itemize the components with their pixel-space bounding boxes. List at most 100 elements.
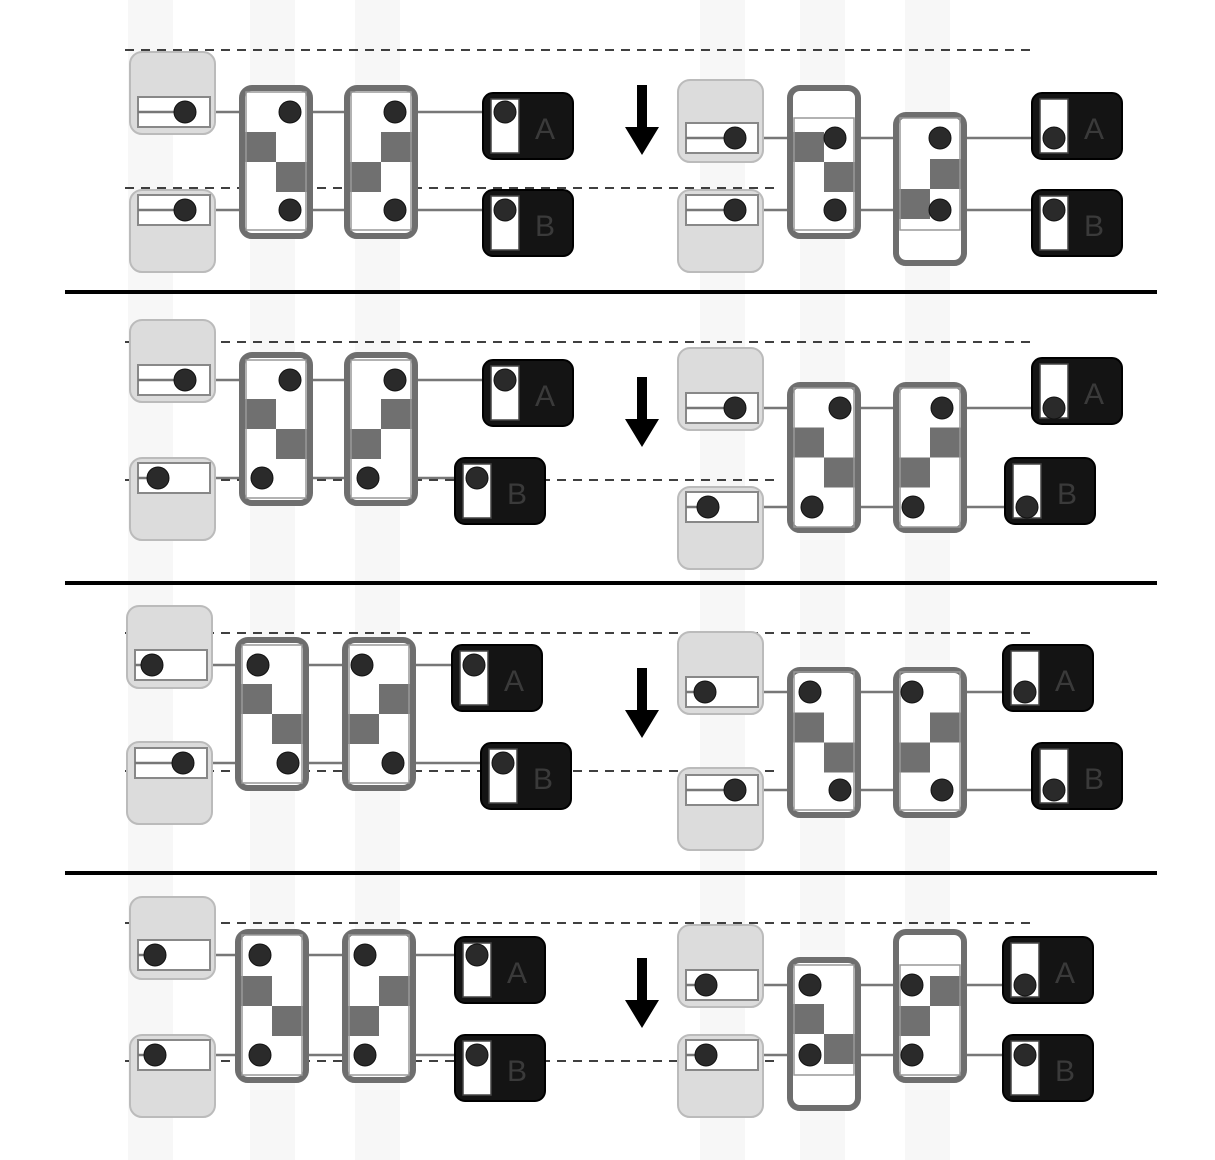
output-label-top: A xyxy=(507,957,527,990)
node-dot xyxy=(823,198,847,222)
switch-inner-frame xyxy=(241,644,303,784)
down-arrow-icon xyxy=(625,958,659,1028)
switch-inner-frame xyxy=(899,964,961,1076)
node-dot xyxy=(278,198,302,222)
node-dot xyxy=(493,198,517,222)
output-label-top: A xyxy=(1055,665,1075,698)
switch-crossover xyxy=(350,162,381,192)
switch-crossover xyxy=(348,1006,379,1036)
node-dot xyxy=(800,495,824,519)
node-dot xyxy=(276,751,300,775)
node-dot xyxy=(723,126,747,150)
node-dot xyxy=(171,751,195,775)
node-dot xyxy=(900,680,924,704)
output-label-top: A xyxy=(535,113,555,146)
switch-crossover xyxy=(272,714,303,744)
down-arrow-icon xyxy=(625,668,659,738)
output-label-top: A xyxy=(504,665,524,698)
switch-configuration: AB xyxy=(129,51,574,273)
node-dot xyxy=(928,198,952,222)
node-dot xyxy=(173,368,197,392)
switch-crossover xyxy=(348,714,379,744)
switch-inner-frame xyxy=(793,964,855,1076)
switch-crossover xyxy=(245,399,276,429)
output-label-top: A xyxy=(1084,113,1104,146)
node-dot xyxy=(465,1043,489,1067)
node-dot xyxy=(493,100,517,124)
output-label-top: A xyxy=(1055,957,1075,990)
switch-inner-frame xyxy=(899,117,961,231)
output-label-bottom: B xyxy=(1055,1055,1075,1088)
node-dot xyxy=(278,368,302,392)
switch-inner-frame xyxy=(245,359,307,499)
node-dot xyxy=(246,653,270,677)
node-dot xyxy=(350,653,374,677)
switch-crossover xyxy=(824,742,855,773)
switch-crossover xyxy=(381,132,412,162)
node-dot xyxy=(928,126,952,150)
switch-crossover xyxy=(793,712,824,743)
switch-crossover xyxy=(824,162,855,192)
node-dot xyxy=(491,751,515,775)
node-dot xyxy=(930,396,954,420)
switch-crossover xyxy=(899,1006,930,1036)
switch-inner-frame xyxy=(899,387,961,528)
node-dot xyxy=(493,368,517,392)
node-dot xyxy=(146,466,170,490)
node-dot xyxy=(250,466,274,490)
switch-crossover xyxy=(930,427,961,458)
node-dot xyxy=(823,126,847,150)
node-dot xyxy=(1013,680,1037,704)
node-dot xyxy=(143,1043,167,1067)
node-dot xyxy=(248,1043,272,1067)
output-label-bottom: B xyxy=(1084,210,1104,243)
switch-inner-frame xyxy=(348,934,410,1076)
switch-crossover xyxy=(899,189,930,219)
node-dot xyxy=(381,751,405,775)
output-label-bottom: B xyxy=(1084,763,1104,796)
switch-inner-frame xyxy=(348,644,410,784)
switch-inner-frame xyxy=(793,671,855,811)
background-stripe xyxy=(128,0,173,1160)
switch-inner-frame xyxy=(899,671,961,811)
node-dot xyxy=(1042,778,1066,802)
node-dot xyxy=(465,466,489,490)
switch-inner-frame xyxy=(793,387,855,528)
output-label-bottom: B xyxy=(507,1055,527,1088)
node-dot xyxy=(383,198,407,222)
output-label-bottom: B xyxy=(1057,478,1077,511)
switch-crossover xyxy=(824,1034,855,1064)
node-dot xyxy=(930,778,954,802)
node-dot xyxy=(828,778,852,802)
switch-crossover xyxy=(241,976,272,1006)
node-dot xyxy=(462,653,486,677)
node-dot xyxy=(900,973,924,997)
switch-crossover xyxy=(379,684,410,714)
node-dot xyxy=(693,680,717,704)
node-dot xyxy=(1013,973,1037,997)
switch-crossover xyxy=(276,429,307,459)
switch-crossover xyxy=(276,162,307,192)
node-dot xyxy=(173,198,197,222)
switch-configuration: AB xyxy=(126,605,572,825)
node-dot xyxy=(248,943,272,967)
node-dot xyxy=(900,1043,924,1067)
switch-crossover xyxy=(930,712,961,743)
switch-crossover xyxy=(245,132,276,162)
switch-crossover xyxy=(793,1004,824,1034)
output-label-bottom: B xyxy=(507,478,527,511)
switch-crossover xyxy=(350,429,381,459)
switch-configuration: AB xyxy=(677,924,1094,1118)
node-dot xyxy=(723,778,747,802)
switch-crossover xyxy=(793,132,824,162)
node-dot xyxy=(901,495,925,519)
switch-crossover xyxy=(241,684,272,714)
output-label-bottom: B xyxy=(535,210,555,243)
node-dot xyxy=(356,466,380,490)
switch-crossover xyxy=(930,159,961,189)
switch-crossover xyxy=(272,1006,303,1036)
node-dot xyxy=(828,396,852,420)
node-dot xyxy=(798,680,822,704)
node-dot xyxy=(278,100,302,124)
